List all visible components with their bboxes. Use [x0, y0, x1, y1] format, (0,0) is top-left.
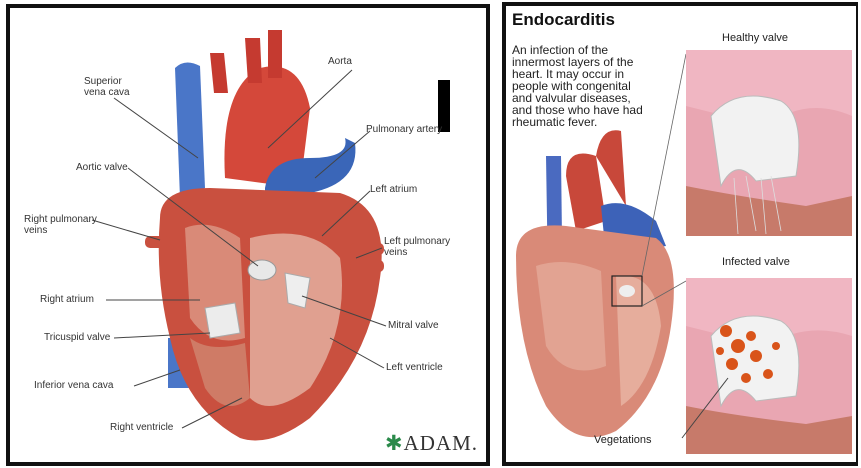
- label-right-atrium: Right atrium: [40, 294, 94, 305]
- endocarditis-illustration: [506, 6, 856, 462]
- label-right-ventricle: Right ventricle: [110, 422, 173, 433]
- label-inferior-vena-cava: Inferior vena cava: [34, 380, 114, 391]
- heart-anatomy-panel: Aorta Superior vena cava Pulmonary arter…: [6, 4, 490, 466]
- vegetations-label: Vegetations: [594, 434, 652, 446]
- label-left-atrium: Left atrium: [370, 184, 417, 195]
- label-mitral-valve: Mitral valve: [388, 320, 439, 331]
- endocarditis-panel: Endocarditis An infection of the innermo…: [502, 2, 858, 466]
- label-right-pulmonary-veins: Right pulmonary veins: [24, 214, 97, 236]
- adam-logo: ✱ADAM.: [385, 431, 478, 456]
- label-pulmonary-artery: Pulmonary artery: [366, 124, 442, 135]
- adam-logo-text: ADAM.: [404, 431, 478, 455]
- label-aortic-valve: Aortic valve: [76, 162, 128, 173]
- label-left-ventricle: Left ventricle: [386, 362, 443, 373]
- label-tricuspid-valve: Tricuspid valve: [44, 332, 110, 343]
- label-left-pulmonary-veins: Left pulmonary veins: [384, 236, 450, 258]
- label-superior-vena-cava: Superior vena cava: [84, 76, 130, 98]
- label-aorta: Aorta: [328, 56, 352, 67]
